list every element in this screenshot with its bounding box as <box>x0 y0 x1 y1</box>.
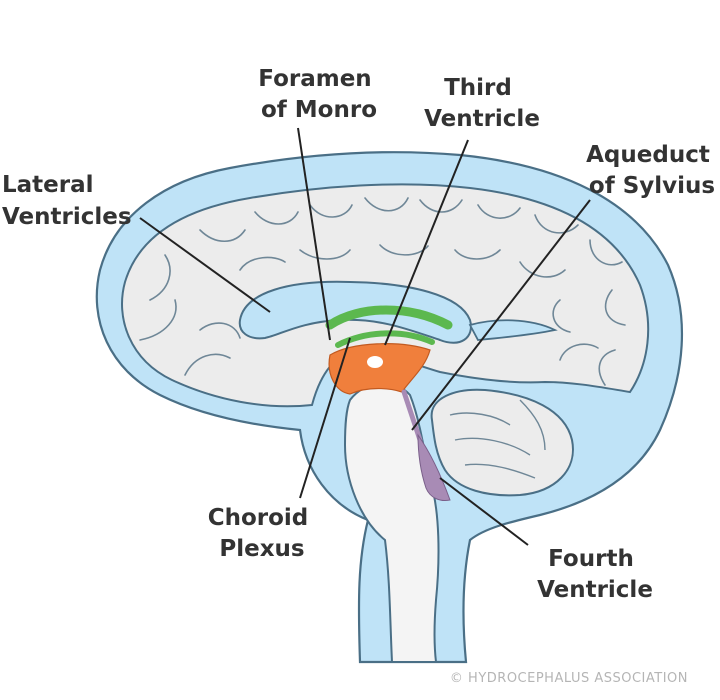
label-lateral-ventricles: Lateral Ventricles <box>2 172 132 230</box>
label-foramen-of-monro: Foramen of Monro <box>258 66 379 123</box>
label-fourth-ventricle: Fourth Ventricle <box>537 546 653 603</box>
massa-intermedia <box>367 356 383 368</box>
copyright-credit: © HYDROCEPHALUS ASSOCIATION <box>450 671 688 686</box>
label-choroid-plexus: Choroid Plexus <box>208 505 317 562</box>
label-aqueduct-of-sylvius: Aqueduct of Sylvius <box>586 142 718 199</box>
label-third-ventricle: Third Ventricle <box>424 75 540 132</box>
